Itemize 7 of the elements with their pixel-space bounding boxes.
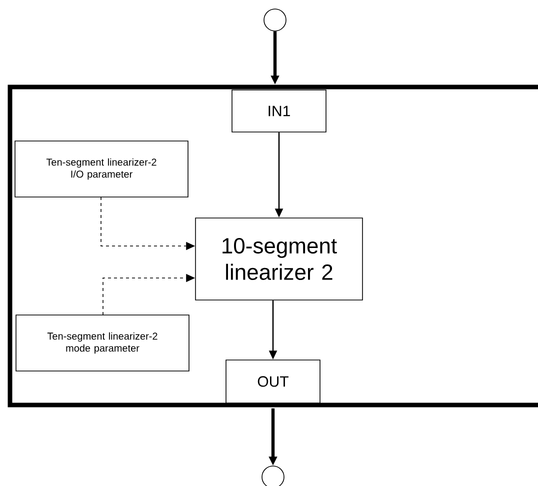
parameter-box: Ten-segment linearizer-2 mode parameter [16, 314, 190, 372]
terminal-circle [264, 8, 286, 32]
function-block-frame [8, 84, 538, 408]
function-box: 10-segment linearizer 2 [195, 218, 363, 300]
output-box: OUT [226, 360, 320, 404]
input-box: IN1 [232, 90, 326, 132]
parameter-box: Ten-segment linearizer-2 I/O parameter [14, 140, 188, 198]
